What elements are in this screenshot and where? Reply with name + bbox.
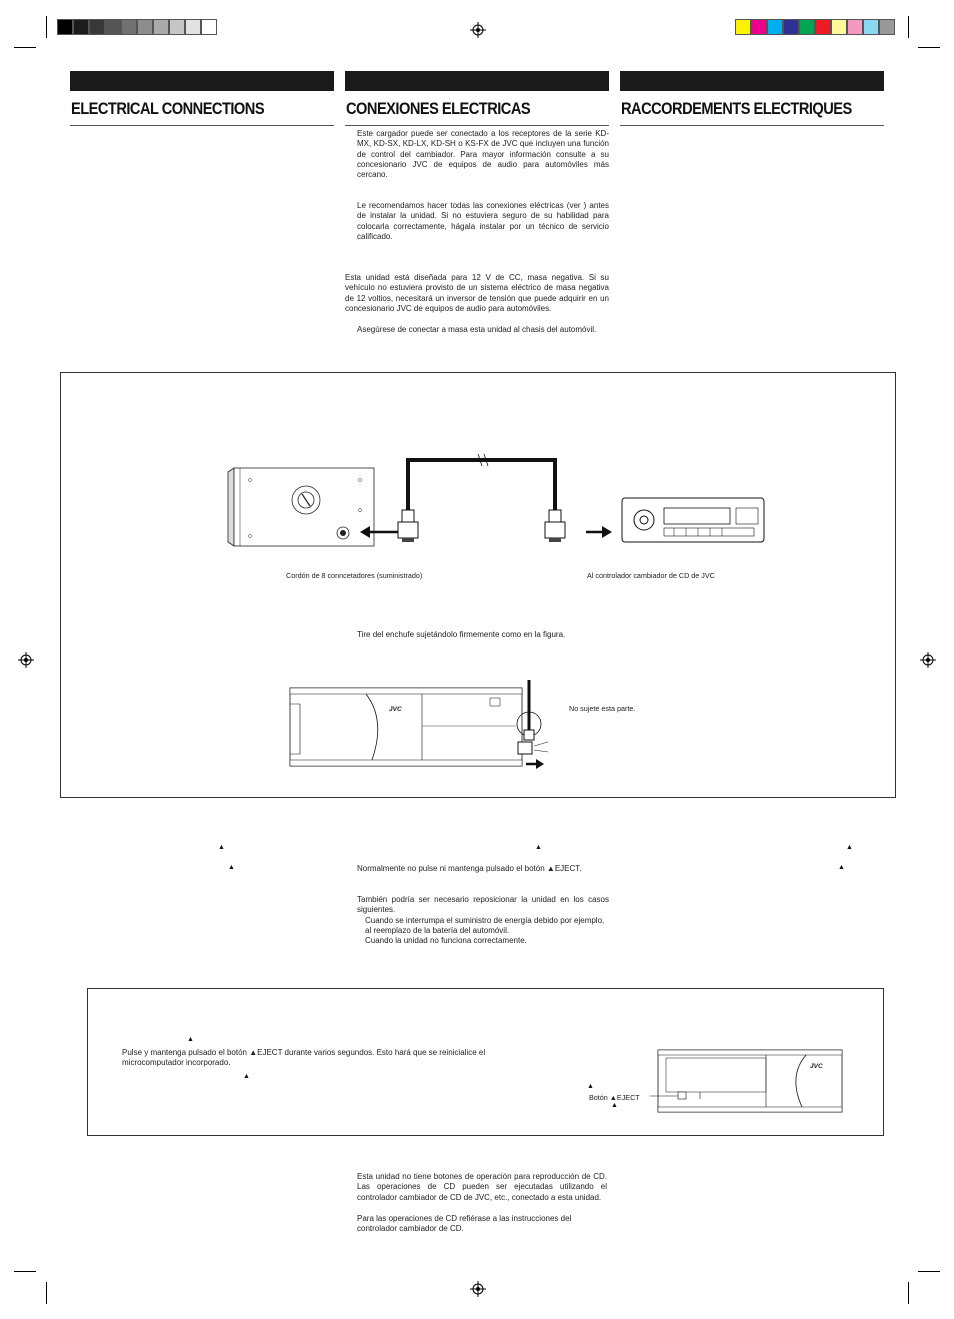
cd-receiver-front: [621, 497, 765, 543]
reposition-case-power: Cuando se interrumpa el suministro de en…: [365, 916, 605, 936]
calibration-swatch: [751, 19, 767, 35]
connection-diagram-box: [60, 372, 896, 798]
eject-symbol: ▲: [838, 864, 845, 871]
spanish-header-bar: [345, 71, 609, 91]
registration-mark-top: [470, 22, 486, 38]
french-title: RACCORDEMENTS ELECTRIQUES: [621, 99, 852, 118]
eject-symbol: ▲: [243, 1073, 250, 1080]
eject-symbol: ▲: [846, 844, 853, 851]
calibration-swatch: [169, 19, 185, 35]
reset-box: [87, 988, 884, 1136]
calibration-swatch: [767, 19, 783, 35]
calibration-swatch: [137, 19, 153, 35]
french-title-rule: [620, 125, 884, 126]
eject-symbol: ▲: [228, 864, 235, 871]
calibration-swatch: [185, 19, 201, 35]
pull-instruction: Tire del enchufe sujetándolo firmemente …: [357, 630, 566, 639]
eject-symbol: ▲: [611, 1102, 618, 1109]
cd-operations-reference: Para las operaciones de CD refiérase a l…: [357, 1214, 572, 1234]
reposition-intro: También podría ser necesario reposiciona…: [357, 895, 609, 915]
english-header-bar: [70, 71, 334, 91]
spanish-para-compatibility: Este cargador puede ser conectado a los …: [357, 129, 609, 180]
eject-button-label: Botón ▲EJECT: [589, 1093, 640, 1102]
calibration-swatch: [831, 19, 847, 35]
calibration-swatch: [201, 19, 217, 35]
cord-label: Cordón de 8 conncetadores (suministrado): [286, 571, 423, 580]
cable-plug-right: [544, 509, 566, 542]
calibration-swatch: [783, 19, 799, 35]
spanish-para-ground: Asegúrese de conectar a masa esta unidad…: [357, 325, 597, 334]
no-hold-label: No sujete esta parte.: [569, 704, 636, 713]
spanish-para-power: Esta unidad está diseñada para 12 V de C…: [345, 273, 609, 313]
cable-plug-left: [397, 509, 419, 542]
calibration-swatch: [57, 19, 73, 35]
color-calibration-bar: [735, 0, 896, 40]
eject-symbol: ▲: [218, 844, 225, 851]
eject-symbol: ▲: [587, 1083, 594, 1090]
calibration-swatch: [89, 19, 105, 35]
registration-mark-bottom: [470, 1281, 486, 1297]
french-header-bar: [620, 71, 884, 91]
changer-front-brand: JVC: [389, 706, 402, 713]
eject-symbol: ▲: [187, 1036, 194, 1043]
calibration-swatch: [735, 19, 751, 35]
eject-symbol: ▲: [535, 844, 542, 851]
calibration-swatch: [73, 19, 89, 35]
spanish-para-recommendation: Le recomendamos hacer todas las conexion…: [357, 201, 609, 241]
cd-operations-para: Esta unidad no tiene botones de operació…: [357, 1172, 607, 1202]
calibration-swatch: [153, 19, 169, 35]
changer-rear-panel: [227, 467, 375, 547]
calibration-swatch: [863, 19, 879, 35]
spanish-title-rule: [345, 125, 609, 126]
calibration-swatch: [847, 19, 863, 35]
changer-front-diagram: [289, 680, 549, 769]
registration-mark-left: [18, 652, 34, 668]
calibration-swatch: [879, 19, 895, 35]
calibration-swatch: [105, 19, 121, 35]
reposition-case-malfunction: Cuando la unidad no funciona correctamen…: [365, 936, 527, 945]
calibration-swatch: [121, 19, 137, 35]
english-title: ELECTRICAL CONNECTIONS: [71, 99, 265, 118]
registration-mark-right: [920, 652, 936, 668]
calibration-swatch: [815, 19, 831, 35]
spanish-title: CONEXIONES ELECTRICAS: [346, 99, 531, 118]
changer-reset-diagram: [650, 1049, 843, 1113]
reset-diagram-brand: JVC: [810, 1063, 823, 1070]
english-title-rule: [70, 125, 334, 126]
controller-label: Al controlador cambiador de CD de JVC: [587, 571, 715, 580]
normal-eject-note: Normalmente no pulse ni mantenga pulsado…: [357, 864, 582, 873]
reset-instruction: Pulse y mantenga pulsado el botón ▲EJECT…: [122, 1048, 486, 1068]
calibration-swatch: [799, 19, 815, 35]
connection-diagram: [227, 453, 765, 547]
grayscale-calibration-bar: [57, 0, 218, 40]
